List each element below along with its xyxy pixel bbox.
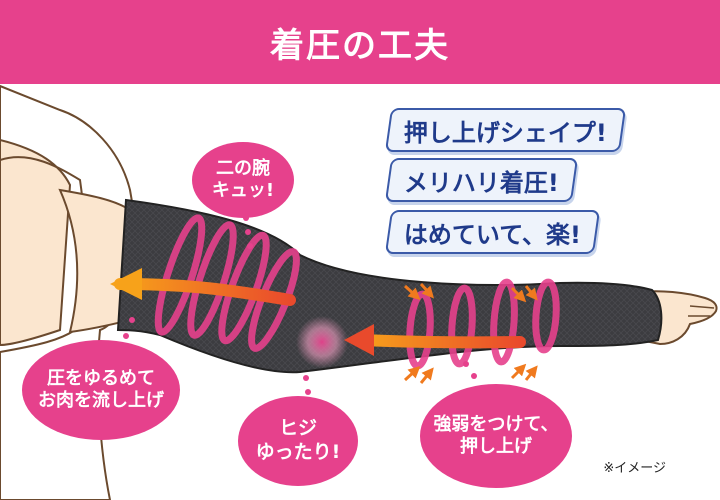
upper-arm-arrowhead	[110, 268, 142, 300]
bubble-elbow-line2: ゆったり!	[255, 441, 341, 463]
bubble-push-line1: 強弱をつけて、	[433, 413, 559, 435]
body-figure	[0, 84, 135, 500]
bubble-loosen-pressure: 圧をゆるめて お肉を流し上げ	[22, 340, 180, 440]
elbow-glow	[296, 316, 348, 368]
image-note: ※イメージ	[603, 461, 666, 476]
header-bar: 着圧の工夫	[0, 0, 720, 84]
bubble-push-up: 強弱をつけて、 押し上げ	[420, 384, 572, 488]
forearm-arrowhead	[344, 324, 374, 356]
bubble-loosen-line1: 圧をゆるめて	[47, 367, 155, 389]
connector-dots	[123, 215, 477, 395]
bubble-elbow: ヒジ ゆったり!	[238, 396, 358, 486]
push-marks	[403, 282, 538, 384]
bubble-upper-arm-line1: 二の腕	[216, 157, 270, 179]
tagline-sharp-compression: メリハリ着圧!	[384, 158, 579, 202]
upper-arm-arrow	[114, 278, 296, 306]
tagline-push-up-shape: 押し上げシェイプ!	[384, 108, 627, 152]
bubble-loosen-line2: お肉を流し上げ	[38, 390, 164, 411]
page-title: 着圧の工夫	[270, 25, 450, 66]
bubble-elbow-line1: ヒジ	[278, 417, 317, 440]
tagline-comfortable-wear: はめていて、楽!	[384, 210, 601, 254]
bubble-push-line2: 押し上げ	[460, 436, 532, 457]
bubble-upper-arm: 二の腕 キュッ!	[192, 142, 294, 218]
bubble-upper-arm-line2: キュッ!	[211, 180, 275, 201]
forearm-arrow	[354, 334, 526, 349]
